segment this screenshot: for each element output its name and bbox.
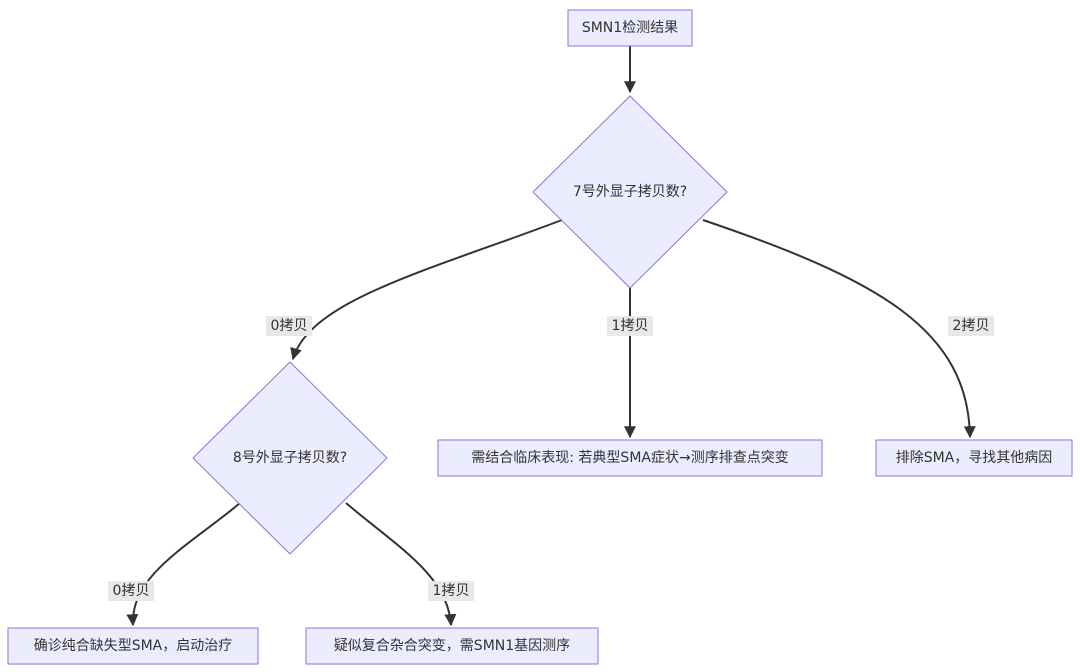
node-exclude-label: 排除SMA，寻找其他病因 xyxy=(896,450,1053,466)
edges xyxy=(126,46,976,627)
node-exclude[interactable]: 排除SMA，寻找其他病因 xyxy=(875,439,1073,477)
node-exon8-decision[interactable]: 8号外显子拷贝数? xyxy=(192,361,388,555)
node-start-label: SMN1检测结果 xyxy=(582,20,678,36)
node-exon8-label: 8号外显子拷贝数? xyxy=(233,450,347,466)
node-clinical-label: 需结合临床表现: 若典型SMA症状→测序排查点突变 xyxy=(471,450,788,466)
edge-label-text: 0拷贝 xyxy=(271,318,308,334)
edge-label-text: 2拷贝 xyxy=(953,318,990,334)
edge-label-text: 1拷贝 xyxy=(433,583,470,599)
node-diagnose-label: 确诊纯合缺失型SMA，启动治疗 xyxy=(34,638,233,654)
edge-exon7-to-exclude xyxy=(702,219,976,439)
edge-label-exon7-0: 0拷贝 xyxy=(266,316,312,336)
node-exon7-label: 7号外显子拷贝数? xyxy=(573,184,687,200)
node-diagnose[interactable]: 确诊纯合缺失型SMA，启动治疗 xyxy=(7,627,259,665)
edge-exon7-to-exon8 xyxy=(290,219,563,361)
node-suspect-label: 疑似复合杂合突变，需SMN1基因测序 xyxy=(334,637,570,654)
edge-exon8-to-suspect xyxy=(345,502,457,627)
edge-label-exon7-2: 2拷贝 xyxy=(948,316,994,336)
node-start[interactable]: SMN1检测结果 xyxy=(567,9,693,47)
edge-label-exon8-1: 1拷贝 xyxy=(428,581,474,601)
edge-exon8-to-diagnose xyxy=(126,502,241,627)
edge-label-text: 1拷贝 xyxy=(612,318,649,334)
node-suspect[interactable]: 疑似复合杂合突变，需SMN1基因测序 xyxy=(305,627,599,665)
edge-label-text: 0拷贝 xyxy=(113,583,150,599)
node-exon7-decision[interactable]: 7号外显子拷贝数? xyxy=(532,95,728,289)
edge-label-exon7-1: 1拷贝 xyxy=(607,316,653,336)
node-clinical[interactable]: 需结合临床表现: 若典型SMA症状→测序排查点突变 xyxy=(437,439,823,477)
edge-label-exon8-0: 0拷贝 xyxy=(108,581,154,601)
